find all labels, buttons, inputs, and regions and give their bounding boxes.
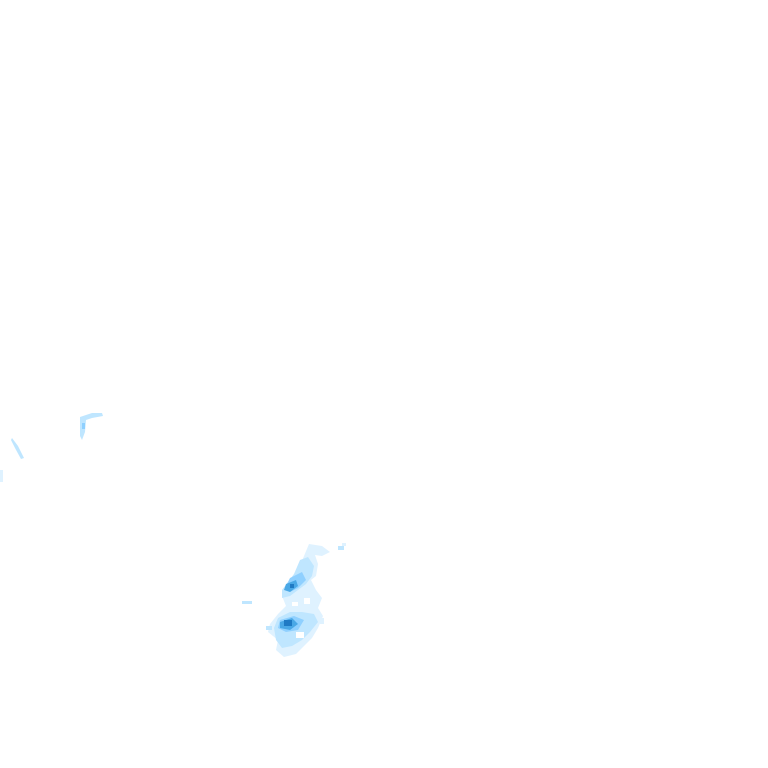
precip-hole <box>304 598 310 604</box>
precip-core-heavy <box>284 620 292 626</box>
precip-pixel <box>0 470 3 482</box>
precip-hole <box>296 632 304 638</box>
precip-speckle <box>266 626 272 630</box>
precip-speckle <box>342 543 346 546</box>
precip-holes <box>292 598 310 638</box>
precip-streak <box>11 438 24 459</box>
precip-core-heavy <box>290 584 294 588</box>
precip-speckle <box>242 601 252 604</box>
precip-blob <box>80 413 103 440</box>
precip-speckle <box>320 618 324 624</box>
precip-speckle <box>338 546 344 550</box>
precip-hole <box>292 602 298 606</box>
precip-cluster-northwest <box>80 413 103 440</box>
precip-pixel <box>82 423 85 429</box>
precip-cluster-south <box>242 543 346 657</box>
precip-cluster-edge-west <box>0 438 24 482</box>
